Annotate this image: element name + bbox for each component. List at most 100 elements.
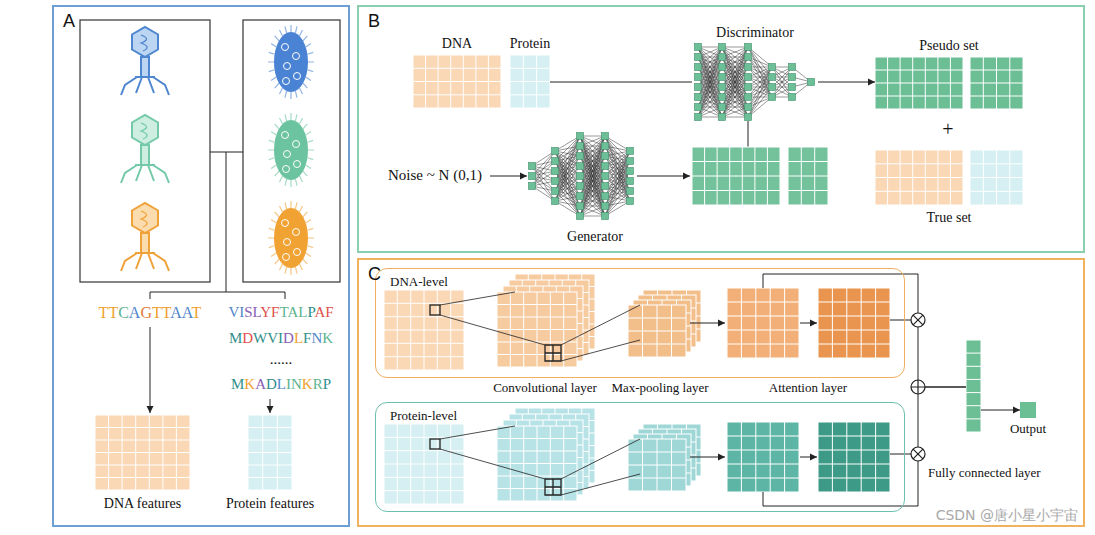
neuron xyxy=(577,183,584,190)
neuron xyxy=(745,44,752,51)
neuron xyxy=(719,94,726,101)
neuron xyxy=(529,163,536,170)
sequence-letter: M xyxy=(229,330,242,346)
line xyxy=(561,439,640,479)
neuron xyxy=(552,168,559,175)
grid-edge xyxy=(510,55,550,108)
bacterium-granule xyxy=(284,239,291,246)
sequence-letter: L xyxy=(253,304,261,320)
phage-head xyxy=(132,27,158,57)
grid-lines xyxy=(966,353,981,419)
bacterium-body xyxy=(274,32,308,92)
bacterium-granule xyxy=(293,229,300,236)
grid-lines xyxy=(788,147,828,205)
operator-ring xyxy=(911,447,925,461)
grid-lines xyxy=(384,290,464,370)
caption-label: Generator xyxy=(567,229,623,245)
phage-icon xyxy=(121,27,169,95)
grid-edge xyxy=(384,290,464,370)
grid-fill xyxy=(510,55,550,108)
neuron xyxy=(719,54,726,61)
connector xyxy=(905,320,966,387)
feature-grid xyxy=(970,57,1023,109)
bacterium-granule xyxy=(294,249,301,256)
caption-label: Fully connected layer xyxy=(928,466,1041,481)
label: Convolutional layer xyxy=(493,381,597,396)
neuron xyxy=(552,148,559,155)
grid-lines xyxy=(875,57,963,109)
caption-label: True set xyxy=(927,210,972,226)
neuron xyxy=(577,133,584,140)
neuron xyxy=(745,114,752,121)
grid-edge xyxy=(818,422,890,492)
line xyxy=(890,320,905,321)
line xyxy=(637,176,690,177)
grid-lines xyxy=(497,292,577,367)
neuron xyxy=(602,163,609,170)
sequence-letter: C xyxy=(118,304,129,321)
connector xyxy=(550,82,692,83)
neuron xyxy=(602,143,609,150)
panel: CDNA-levelProtein-levelFully connected l… xyxy=(357,258,1085,527)
grid-edge xyxy=(692,147,780,205)
line xyxy=(890,454,905,455)
neuron xyxy=(695,84,702,91)
neuron xyxy=(695,54,702,61)
grid-edge xyxy=(727,288,799,358)
neuron xyxy=(789,94,796,101)
grid-edge xyxy=(628,439,686,491)
caption-label: Pseudo set xyxy=(919,38,979,54)
arrowhead xyxy=(868,79,875,86)
neuron xyxy=(719,84,726,91)
grid-fill xyxy=(970,57,1023,109)
grid-fill xyxy=(818,288,890,358)
grid-fill xyxy=(628,305,686,357)
bacterium-granule xyxy=(293,141,300,148)
grid-fill xyxy=(497,426,577,501)
bacterium-icon xyxy=(268,25,314,99)
phage-dna xyxy=(141,35,147,51)
grid-edge xyxy=(497,292,577,367)
sequence-letter: A xyxy=(170,304,182,321)
sequence-letter: Y xyxy=(260,304,271,320)
feature-grid xyxy=(248,415,292,490)
feature-grid xyxy=(966,340,981,432)
grid-lines xyxy=(970,57,1023,109)
operator-mark xyxy=(913,449,923,459)
bacterium-granule xyxy=(282,132,289,139)
line xyxy=(440,292,515,305)
grid-lines xyxy=(248,415,292,490)
grid-lines xyxy=(628,439,686,491)
heading: C xyxy=(368,264,381,285)
neuron xyxy=(602,213,609,220)
neuron xyxy=(602,183,609,190)
sequence-text: MKADLINKRP xyxy=(231,376,331,393)
sequence-letter: R xyxy=(313,376,323,392)
line xyxy=(150,292,285,299)
label: Max-pooling layer xyxy=(611,381,708,396)
label: Attention layer xyxy=(769,381,847,396)
grid-edge xyxy=(970,57,1023,109)
bacterium-body xyxy=(274,208,308,268)
neuron xyxy=(602,153,609,160)
pool-window xyxy=(545,479,561,495)
feature-grid xyxy=(95,415,190,490)
phage-tail xyxy=(141,57,149,77)
neuron xyxy=(719,104,726,111)
feature-grid: Protein features xyxy=(248,415,292,490)
grid-fill xyxy=(818,422,890,492)
neuron xyxy=(745,54,752,61)
grid-fill xyxy=(384,424,464,504)
bacterium-granule xyxy=(282,44,289,51)
sequence-letter: V xyxy=(228,304,239,320)
grid-edge xyxy=(497,426,577,501)
feature-grid xyxy=(818,288,890,358)
arrowhead xyxy=(718,320,725,327)
neuron xyxy=(627,188,634,195)
grid-lines xyxy=(818,288,890,358)
neuron xyxy=(529,173,536,180)
input-grid: Protein xyxy=(510,55,550,108)
dense-layer: Fully connected layer xyxy=(966,340,981,432)
sequence-letter: V xyxy=(267,330,278,346)
neuron xyxy=(602,133,609,140)
